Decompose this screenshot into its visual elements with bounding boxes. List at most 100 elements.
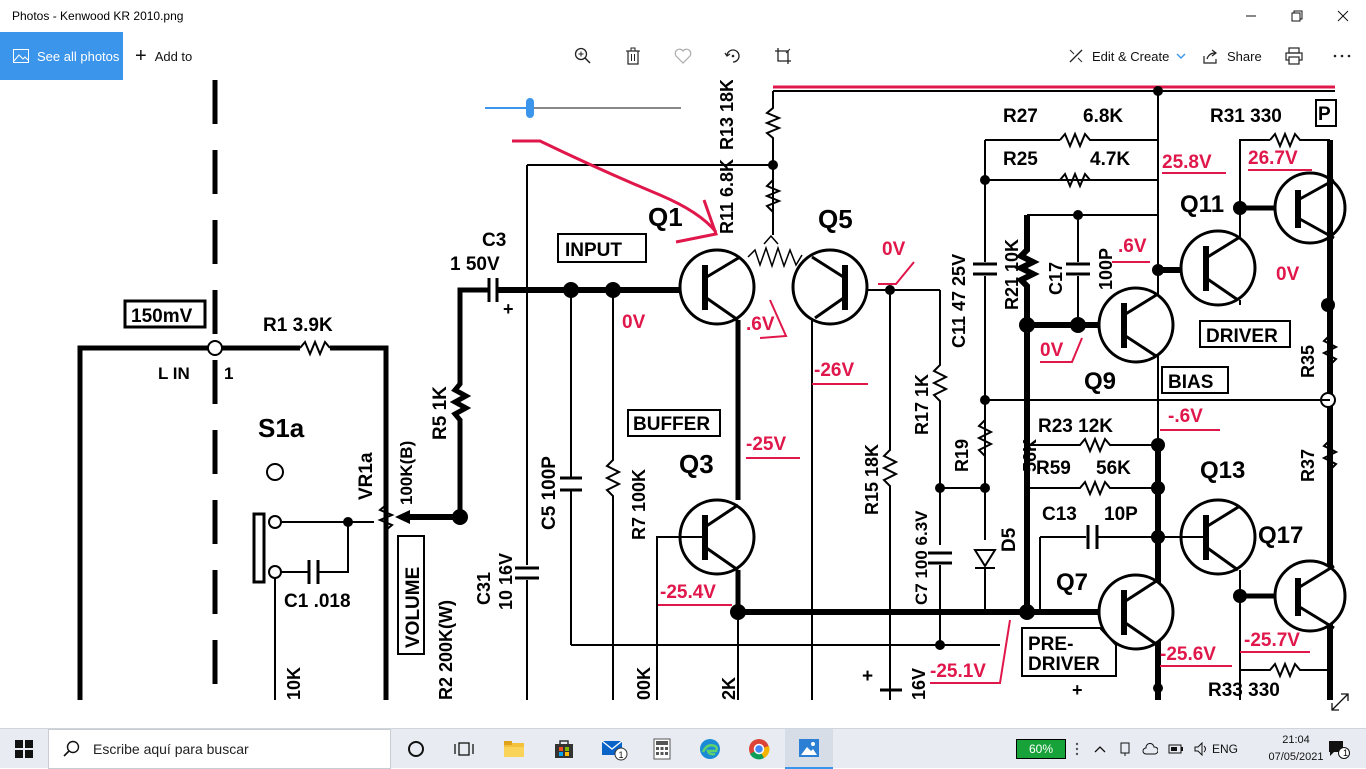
task-view-button[interactable]: [440, 729, 488, 769]
language-indicator[interactable]: ENG: [1212, 742, 1239, 756]
see-all-photos-button[interactable]: See all photos: [0, 32, 123, 80]
cloud-icon[interactable]: [1142, 743, 1158, 755]
store-icon: [555, 740, 573, 758]
p-cut-label: P: [1318, 104, 1331, 125]
edit-create-label: Edit & Create: [1092, 48, 1170, 64]
clock-date: 07/05/2021: [1268, 751, 1324, 763]
c13-value-label: 10P: [1104, 504, 1138, 525]
cortana-button[interactable]: [392, 729, 440, 769]
network-adapter-icon[interactable]: [1118, 742, 1132, 756]
chrome-icon: [749, 739, 770, 760]
zoom-in-icon[interactable]: [571, 44, 595, 68]
add-to-button[interactable]: + Add to: [135, 32, 192, 80]
more-icon[interactable]: [1330, 44, 1354, 68]
v-q1-base: 0V: [622, 312, 646, 333]
crop-icon[interactable]: [771, 44, 795, 68]
c1-label: C1 .018: [284, 591, 351, 612]
r15-label: R15 18K: [862, 444, 882, 515]
r19-label: R19: [952, 439, 972, 472]
notification-icon: [1329, 741, 1350, 759]
mail-icon: 1: [601, 740, 628, 761]
c31-label: C31: [474, 572, 494, 605]
r27-label: R27: [1003, 106, 1038, 127]
d5-label: D5: [999, 527, 1020, 552]
share-label: Share: [1227, 48, 1262, 64]
r5-label: R5 1K: [430, 386, 451, 440]
favorite-icon[interactable]: [671, 44, 695, 68]
predriver-label-2: DRIVER: [1028, 654, 1100, 675]
q1-label: Q1: [648, 202, 683, 232]
predriver-label-1: PRE-: [1028, 634, 1073, 655]
v-q3-collector: -25V: [746, 434, 786, 455]
taskbar-file-explorer[interactable]: [490, 729, 538, 769]
minimize-button[interactable]: [1228, 0, 1274, 32]
q5-label: Q5: [818, 204, 853, 234]
task-view-icon: [454, 742, 474, 756]
cortana-icon: [408, 741, 424, 757]
volume-icon[interactable]: [1194, 742, 1210, 756]
c3-value-label: 1 50V: [450, 254, 500, 275]
taskbar-mail[interactable]: 1: [590, 729, 638, 769]
v-r33-side: 16V: [909, 668, 929, 700]
edge-icon: [700, 739, 720, 759]
notification-center[interactable]: 1: [1314, 729, 1362, 769]
close-icon: [1337, 10, 1349, 22]
battery-indicator[interactable]: 60%: [1016, 739, 1066, 759]
r59-label: R59: [1036, 458, 1071, 479]
s1a-label: S1a: [258, 413, 305, 443]
taskbar-photos[interactable]: [785, 729, 833, 769]
v-q11-e: 0V: [1276, 264, 1300, 285]
schematic-image: 150mV R1 3.9K L IN 1 S1a C1 .018 10K VR1…: [77, 80, 1347, 701]
clock-time: 21:04: [1282, 734, 1310, 746]
taskbar-clock[interactable]: 21:04 07/05/2021: [1268, 732, 1324, 766]
svg-text:00K: 00K: [634, 667, 654, 700]
folder-icon: [504, 741, 524, 757]
zoom-fill: [485, 107, 531, 109]
taskbar-calculator[interactable]: [638, 729, 686, 769]
svg-text:1: 1: [619, 750, 624, 760]
see-all-label: See all photos: [37, 48, 120, 64]
battery-icon[interactable]: [1168, 743, 1184, 755]
q17-label: Q17: [1258, 522, 1303, 549]
zoom-thumb[interactable]: [526, 98, 535, 118]
v-q17-e: -25.7V: [1244, 630, 1300, 651]
maximize-button[interactable]: [1274, 0, 1320, 32]
taskbar-edge[interactable]: [686, 729, 734, 769]
input-label: INPUT: [565, 240, 622, 261]
edit-create-button[interactable]: Edit & Create: [1068, 32, 1186, 80]
add-to-label: Add to: [154, 48, 193, 64]
photos-icon: [13, 49, 29, 63]
taskbar-search[interactable]: Escribe aquí para buscar: [48, 729, 391, 769]
image-viewer[interactable]: 150mV R1 3.9K L IN 1 S1a C1 .018 10K VR1…: [0, 80, 1366, 728]
rotate-icon[interactable]: [721, 44, 745, 68]
delete-icon[interactable]: [621, 44, 645, 68]
notification-count: 1: [1343, 748, 1349, 758]
share-button[interactable]: Share: [1203, 32, 1262, 80]
v-rail-bottom: -25.1V: [930, 661, 986, 682]
search-icon: [63, 740, 80, 757]
v-top-right: 26.7V: [1248, 148, 1298, 169]
r23-label: R23 12K: [1038, 416, 1113, 437]
chevron-up-icon[interactable]: [1094, 745, 1106, 753]
taskbar-store[interactable]: [540, 729, 588, 769]
q9-label: Q9: [1084, 368, 1116, 395]
close-button[interactable]: [1320, 0, 1366, 32]
print-icon[interactable]: [1282, 44, 1306, 68]
c13-label: C13: [1042, 504, 1077, 525]
r25-label: R25: [1003, 149, 1038, 170]
plus-icon: +: [135, 44, 147, 67]
taskbar-chrome[interactable]: [735, 729, 783, 769]
r1-label: R1 3.9K: [263, 315, 333, 336]
v-bias-neg: -.6V: [1168, 406, 1203, 427]
vr1a-value-label: 100K(B): [397, 441, 416, 505]
r21-label: R21 10K: [1002, 239, 1022, 310]
window-title: Photos - Kenwood KR 2010.png: [12, 9, 184, 23]
start-button[interactable]: [0, 729, 48, 769]
r37-label: R37: [1298, 449, 1318, 482]
fullscreen-button[interactable]: [1330, 692, 1354, 716]
r59-value-label: 56K: [1096, 458, 1131, 479]
tray-icons: [1072, 729, 1220, 769]
r33-label: R33 330: [1208, 680, 1280, 701]
zoom-slider[interactable]: [485, 98, 681, 118]
svg-text:+: +: [503, 299, 514, 319]
